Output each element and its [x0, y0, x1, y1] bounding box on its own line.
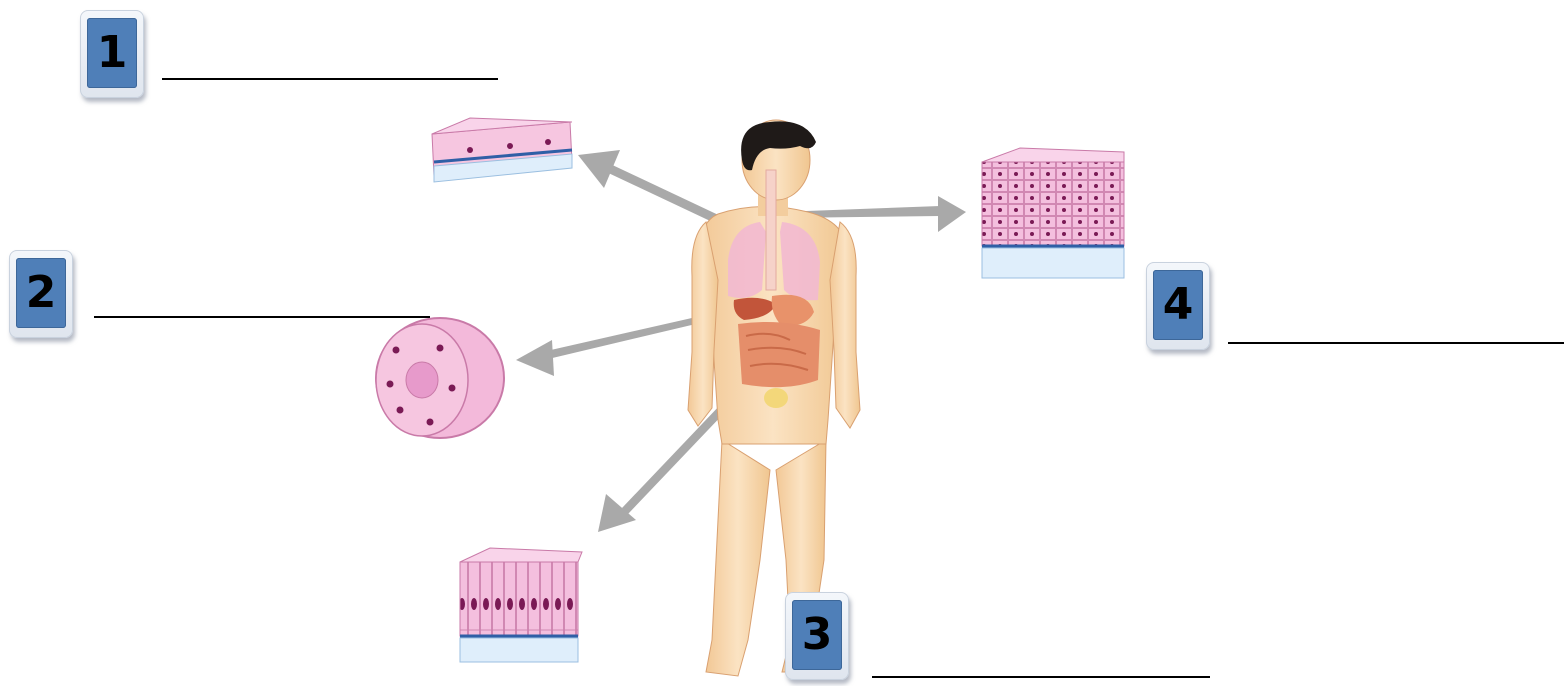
label-badge-4: 4: [1146, 262, 1210, 350]
label-badge-1: 1: [80, 10, 144, 98]
label-badge-2: 2: [9, 250, 73, 338]
answer-line-3[interactable]: [872, 676, 1210, 678]
answer-line-1[interactable]: [162, 78, 498, 80]
answer-line-4[interactable]: [1228, 342, 1564, 344]
label-number-3: 3: [792, 613, 842, 657]
tissue-stratified: [982, 148, 1124, 278]
answer-line-2[interactable]: [94, 316, 430, 318]
label-number-2: 2: [16, 271, 66, 315]
label-badge-3: 3: [785, 592, 849, 680]
tissue-columnar: [460, 548, 582, 662]
label-number-4: 4: [1153, 283, 1203, 327]
tissue-squamous: [432, 118, 572, 182]
label-number-1: 1: [87, 31, 137, 75]
tissue-cuboidal: [376, 318, 504, 438]
